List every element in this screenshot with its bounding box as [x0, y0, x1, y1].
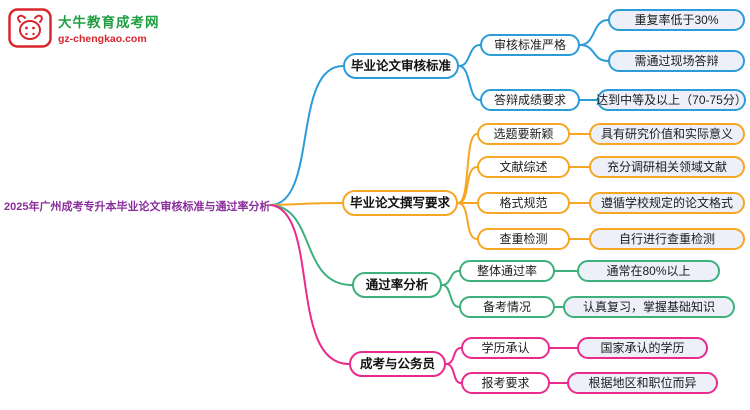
leaf-research-value: 具有研究价值和实际意义 — [589, 123, 745, 145]
leaf-follow-school-format: 遵循学校规定的论文格式 — [589, 192, 745, 214]
site-logo[interactable]: 大牛教育成考网 gz-chengkao.com — [8, 8, 160, 48]
leaf-self-plagiarism-check: 自行进行查重检测 — [589, 228, 745, 250]
node-application-requirements: 报考要求 — [461, 372, 550, 394]
node-novel-topic: 选题要新颖 — [477, 123, 570, 145]
site-url: gz-chengkao.com — [58, 33, 147, 45]
branch-thesis-review-standards: 毕业论文审核标准 — [343, 53, 459, 79]
leaf-onsite-defense-required: 需通过现场答辩 — [608, 50, 745, 72]
branch-adult-exam-civil-servant: 成考与公务员 — [349, 351, 446, 377]
leaf-review-basics: 认真复习，掌握基础知识 — [563, 296, 735, 318]
node-overall-pass-rate: 整体通过率 — [459, 260, 555, 282]
node-strict-review-standards: 审核标准严格 — [480, 34, 580, 56]
node-exam-preparation: 备考情况 — [459, 296, 555, 318]
root-topic: 2025年广州成考专升本毕业论文审核标准与通过率分析 — [4, 201, 271, 213]
node-degree-recognition: 学历承认 — [461, 337, 550, 359]
leaf-duplication-rate-below-30: 重复率低于30% — [608, 9, 745, 31]
node-plagiarism-check: 查重检测 — [477, 228, 570, 250]
leaf-varies-by-region-position: 根据地区和职位而异 — [567, 372, 718, 394]
bull-logo-icon — [8, 8, 52, 48]
leaf-survey-literature: 充分调研相关领域文献 — [589, 156, 745, 178]
node-defense-score-requirement: 答辩成绩要求 — [480, 89, 580, 111]
leaf-score-medium-or-above: 达到中等及以上（70-75分） — [596, 89, 747, 111]
site-name: 大牛教育成考网 — [58, 15, 160, 30]
node-format-standards: 格式规范 — [477, 192, 570, 214]
node-literature-review: 文献综述 — [477, 156, 570, 178]
branch-thesis-writing-requirements: 毕业论文撰写要求 — [342, 190, 458, 216]
branch-pass-rate-analysis: 通过率分析 — [352, 272, 442, 298]
leaf-state-recognized-degree: 国家承认的学历 — [577, 337, 708, 359]
leaf-above-80-percent: 通常在80%以上 — [577, 260, 720, 282]
